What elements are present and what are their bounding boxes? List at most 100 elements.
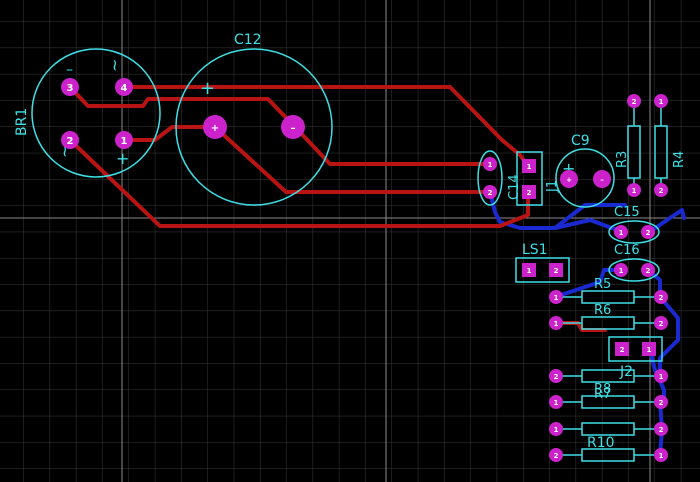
pad[interactable] [549, 448, 563, 462]
pad-label: 4 [121, 83, 128, 94]
pad-label: 2 [488, 189, 493, 197]
track-bottom[interactable] [646, 208, 686, 235]
pad[interactable] [549, 290, 563, 304]
pad[interactable] [61, 131, 79, 149]
br1-minus-mark: – [66, 62, 73, 78]
component-c15[interactable]: C15 1 2 [608, 205, 660, 244]
pad[interactable] [654, 290, 668, 304]
pad[interactable] [281, 115, 305, 139]
pad-label: 1 [659, 98, 664, 106]
top-tracks [68, 85, 607, 332]
pad[interactable] [641, 263, 655, 277]
pad-label: 1 [121, 136, 128, 147]
j2-outline [608, 336, 663, 362]
pad[interactable] [614, 263, 628, 277]
pad[interactable] [654, 183, 668, 197]
track-bottom[interactable] [553, 218, 622, 233]
pad-label: 1 [619, 229, 624, 237]
c16-outline [608, 258, 660, 282]
pad[interactable] [115, 78, 133, 96]
pad-label: 1 [632, 187, 637, 195]
c16-label: C16 [614, 243, 640, 258]
track-bottom[interactable] [488, 190, 627, 230]
component-r7[interactable]: R7 1 2 [549, 387, 668, 409]
component-r10[interactable]: R10 2 1 [549, 435, 668, 462]
pad[interactable] [549, 422, 563, 436]
component-c14[interactable]: C14 1 2 [477, 150, 522, 206]
pad[interactable] [560, 170, 578, 188]
pad[interactable] [654, 422, 668, 436]
pad[interactable] [654, 316, 668, 330]
component-r3[interactable]: R3 2 1 [615, 94, 641, 197]
pad[interactable] [549, 263, 563, 277]
component-r8[interactable]: R8 2 1 [549, 369, 668, 397]
r5-label: R5 [594, 277, 611, 292]
pad[interactable] [203, 115, 227, 139]
pad-label: 2 [620, 346, 625, 354]
pad-label: 1 [488, 161, 493, 169]
pad[interactable] [483, 157, 497, 171]
br1-ac-mark: ~ [105, 59, 124, 72]
pad-label: 1 [527, 163, 532, 171]
r3-label: R3 [615, 151, 630, 168]
pad[interactable] [654, 369, 668, 383]
c15-outline [608, 220, 660, 244]
pad[interactable] [549, 369, 563, 383]
pad[interactable] [615, 342, 629, 356]
component-r5[interactable]: R5 1 2 [549, 277, 668, 304]
pad-label: 2 [659, 294, 664, 302]
pad[interactable] [641, 225, 655, 239]
pad[interactable] [654, 448, 668, 462]
component-c12[interactable]: C12 + + – [175, 32, 333, 206]
pad[interactable] [61, 78, 79, 96]
track-top[interactable] [68, 138, 530, 228]
pad[interactable] [522, 185, 536, 199]
pad[interactable] [614, 225, 628, 239]
component-r6[interactable]: R6 1 2 [549, 303, 668, 330]
pad-label: + [211, 123, 219, 134]
pad-label: 2 [67, 136, 74, 147]
component-c9[interactable]: C9 + + – [555, 133, 615, 208]
track-bottom[interactable] [553, 268, 622, 299]
pad[interactable] [549, 395, 563, 409]
r10-label: R10 [587, 435, 615, 451]
br1-plus-mark: + [116, 149, 129, 168]
c12-outline [175, 48, 333, 206]
pad[interactable] [522, 263, 536, 277]
r8-label: R8 [594, 382, 611, 397]
c9-label: C9 [571, 133, 590, 149]
track-top[interactable] [122, 125, 492, 194]
pad-label: 2 [659, 187, 664, 195]
pad[interactable] [654, 94, 668, 108]
pad[interactable] [115, 131, 133, 149]
pad-label: 2 [632, 98, 637, 106]
j1-outline [516, 151, 543, 206]
pad[interactable] [549, 316, 563, 330]
pad-label: 1 [554, 294, 559, 302]
component-br1[interactable]: BR1 – + ~ ~ 3 4 2 1 [14, 48, 161, 178]
br1-label: BR1 [14, 108, 30, 136]
pad[interactable] [642, 342, 656, 356]
component-r4[interactable]: R4 1 2 [654, 94, 687, 197]
pad[interactable] [522, 159, 536, 173]
j2-label: J2 [619, 364, 633, 380]
track-top[interactable] [122, 85, 530, 168]
pad[interactable] [593, 170, 611, 188]
component-j1[interactable]: J1 1 2 [516, 151, 560, 206]
component-resistor-row-9[interactable]: 1 2 [549, 422, 668, 436]
pad-label: 2 [554, 452, 559, 460]
pad-label: 1 [554, 399, 559, 407]
component-ls1[interactable]: LS1 1 2 [515, 242, 570, 283]
component-j2[interactable]: J2 2 1 [608, 336, 663, 380]
pad-label: 1 [619, 267, 624, 275]
pad[interactable] [627, 94, 641, 108]
pad[interactable] [654, 395, 668, 409]
pad[interactable] [627, 183, 641, 197]
pad[interactable] [483, 185, 497, 199]
component-c16[interactable]: C16 1 2 [608, 243, 660, 282]
track-bottom[interactable] [658, 295, 680, 380]
track-top[interactable] [68, 85, 492, 166]
